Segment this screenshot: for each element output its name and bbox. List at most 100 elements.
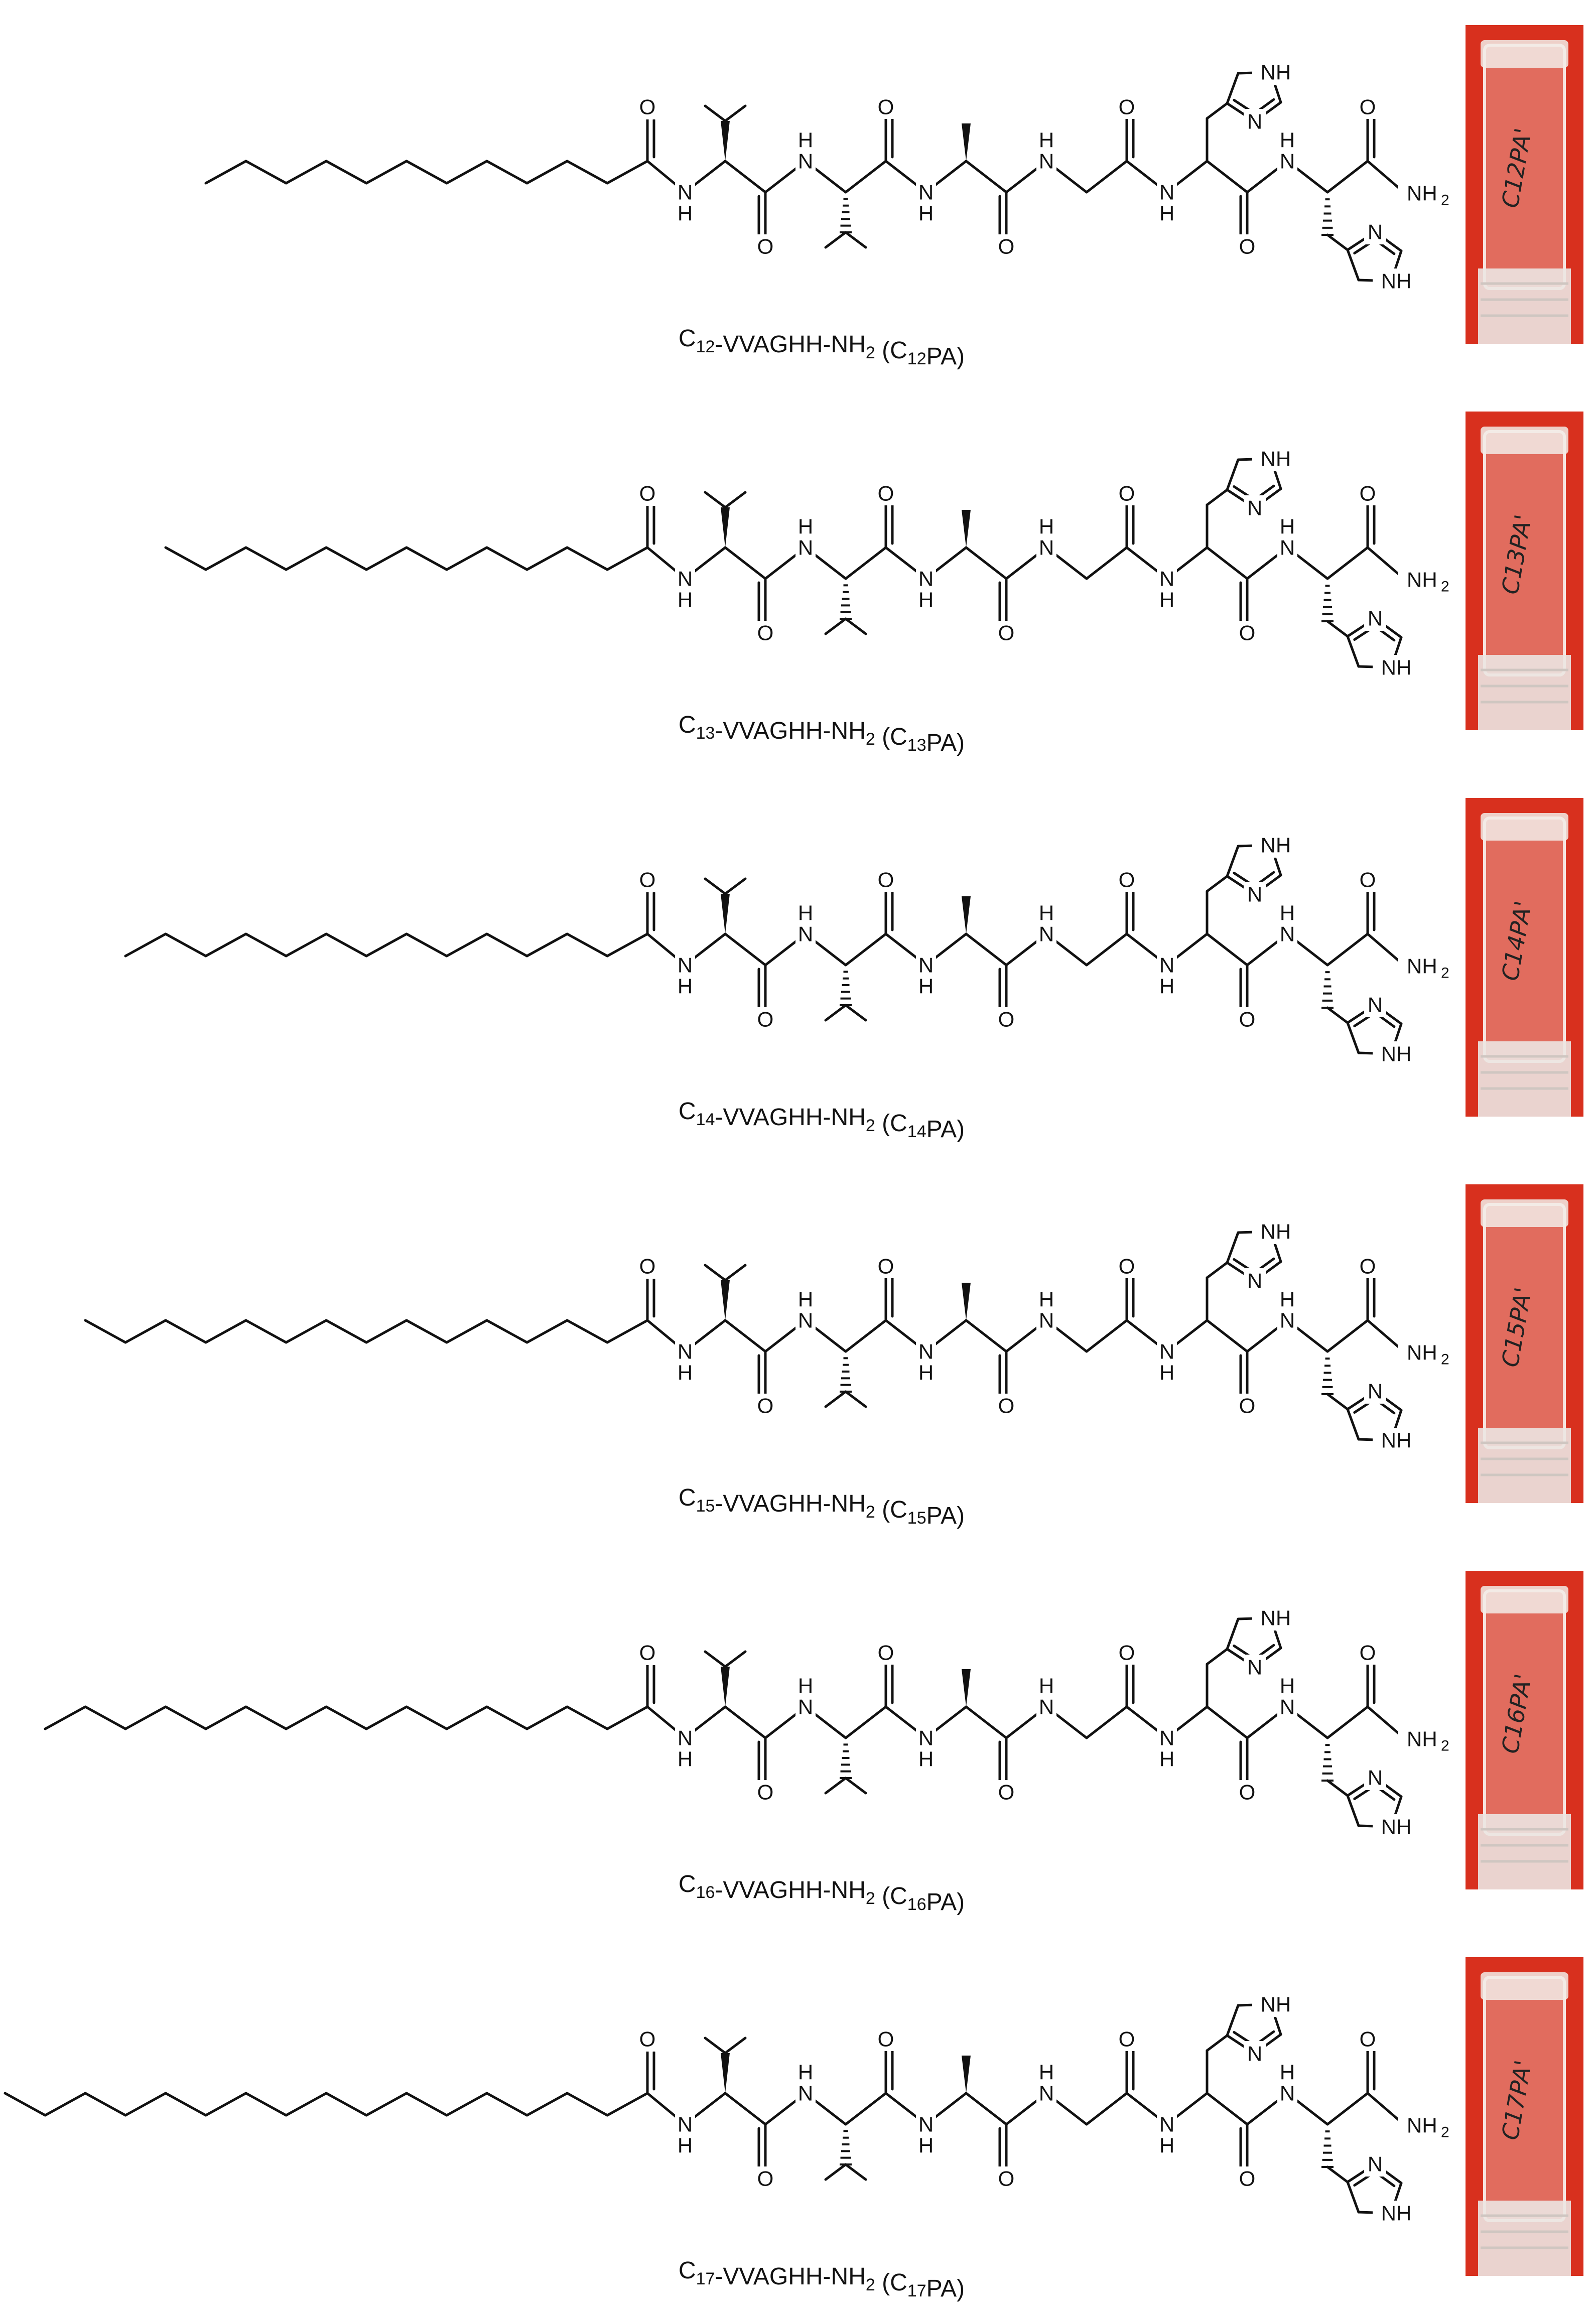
- valine-methyl-bond: [704, 1650, 727, 1668]
- label-mask: [1238, 234, 1256, 256]
- histidine-ch2-bond: [1326, 1779, 1349, 1797]
- alkyl-chain-bond: [606, 1705, 649, 1730]
- oxygen-label: O: [1360, 1641, 1376, 1665]
- imidazole-n-label: N: [1247, 1269, 1262, 1293]
- ring-bond: [1346, 1021, 1360, 1054]
- alkyl-chain-bond: [365, 2092, 408, 2117]
- alkyl-chain-bond: [405, 546, 448, 571]
- backbone-bond: [1326, 932, 1369, 967]
- oxygen-label: O: [757, 1008, 774, 1031]
- amide-h-label: H: [1280, 128, 1295, 152]
- label-mask: [1118, 1256, 1136, 1278]
- valine-methyl-bond: [824, 2163, 847, 2181]
- alkyl-chain-bond: [445, 160, 488, 185]
- oxygen-label: O: [1119, 1641, 1135, 1665]
- label-mask: [1364, 1765, 1386, 1790]
- label-mask: [638, 97, 656, 119]
- amide-n-label: N: [678, 1340, 693, 1364]
- alkyl-chain-bond: [164, 1319, 207, 1344]
- imidazole-nh-label: NH: [1381, 1042, 1412, 1066]
- label-mask: [675, 568, 695, 590]
- ring-bond: [1226, 458, 1240, 491]
- label-mask: [997, 621, 1015, 643]
- backbone-bond: [724, 932, 767, 967]
- label-mask: [638, 1257, 656, 1279]
- label-mask: [795, 536, 816, 559]
- label-mask: [1238, 621, 1256, 643]
- label-mask: [1398, 1338, 1443, 1365]
- oxygen-label: O: [1239, 1008, 1256, 1031]
- wedge-bond: [962, 1283, 971, 1320]
- label-mask: [1252, 1605, 1289, 1631]
- caption-text: (C: [875, 1497, 907, 1523]
- caption-text: (C: [875, 337, 907, 364]
- alkyl-chain-bond: [124, 1705, 167, 1730]
- vial-photo-13: C13PA': [1466, 412, 1583, 730]
- oxygen-label: O: [1239, 2167, 1256, 2191]
- imidazole-nh-label: NH: [1261, 1220, 1291, 1244]
- amide-h-label: H: [798, 2061, 813, 2084]
- alkyl-chain-bond: [485, 546, 528, 571]
- oxygen-label: O: [1360, 1255, 1376, 1278]
- backbone-bond: [844, 932, 887, 967]
- histidine-ch2-bond: [1206, 875, 1229, 893]
- nh2-subscript: 2: [1441, 192, 1449, 209]
- alkyl-chain-bond: [525, 1705, 569, 1730]
- amide-n-label: N: [798, 922, 813, 946]
- imidazole-n-label: N: [1247, 1656, 1262, 1679]
- alkyl-chain-bond: [244, 2092, 288, 2117]
- alkyl-chain-bond: [124, 2092, 167, 2117]
- vial-cap: [1478, 2201, 1571, 2276]
- label-mask: [1277, 536, 1297, 559]
- nh2-subscript: 2: [1441, 1351, 1449, 1368]
- caption-subscript: 2: [866, 2275, 875, 2294]
- label-mask: [1398, 952, 1443, 978]
- vial-photo-12: C12PA': [1466, 25, 1583, 344]
- label-mask: [1359, 97, 1377, 119]
- amide-h-label: H: [1039, 128, 1054, 152]
- compound-caption-13: C13-VVAGHH-NH2 (C13PA): [679, 712, 965, 756]
- label-mask: [1244, 1268, 1266, 1293]
- label-mask: [1157, 2113, 1177, 2135]
- valine-methyl-bond: [824, 617, 847, 635]
- ring-bond: [1346, 635, 1360, 668]
- vial-top: [1481, 813, 1568, 841]
- alkyl-chain-bond: [325, 546, 368, 571]
- label-mask: [795, 150, 816, 172]
- amide-h-label: H: [918, 588, 934, 612]
- label-mask: [1359, 1256, 1377, 1278]
- amide-h-label: H: [678, 975, 693, 998]
- amide-n-label: N: [1280, 1309, 1295, 1332]
- oxygen-label: O: [998, 1394, 1015, 1418]
- caption-subscript: 16: [696, 1883, 715, 1902]
- alkyl-chain-bond: [124, 1319, 167, 1344]
- alkyl-chain-bond: [365, 160, 408, 185]
- label-mask: [1359, 1643, 1377, 1665]
- amide-n-label: N: [918, 567, 934, 591]
- amide-n-label: N: [1159, 1340, 1174, 1364]
- alkyl-chain-bond: [164, 546, 207, 571]
- caption-subscript: 2: [866, 1116, 875, 1135]
- label-mask: [1157, 954, 1177, 976]
- label-mask: [1238, 1394, 1256, 1416]
- oxygen-label: O: [639, 1255, 656, 1278]
- amide-n-label: N: [1039, 150, 1054, 173]
- caption-text: (C: [875, 1110, 907, 1137]
- alkyl-chain-bond: [84, 2092, 127, 2117]
- backbone-bond: [1326, 1705, 1369, 1739]
- imidazole-n-label: N: [1368, 1766, 1383, 1790]
- alkyl-chain-bond: [285, 1319, 328, 1344]
- backbone-bond: [1206, 1705, 1249, 1739]
- alkyl-chain-bond: [44, 2092, 87, 2117]
- amide-n-label: N: [918, 1726, 934, 1750]
- valine-methyl-bond: [824, 1390, 847, 1408]
- vial-cap: [1478, 268, 1571, 344]
- oxygen-label: O: [878, 2027, 894, 2051]
- backbone-bond: [1085, 546, 1128, 580]
- label-mask: [1118, 1643, 1136, 1665]
- vial-photo-14: C14PA': [1466, 798, 1583, 1117]
- amide-h-label: H: [1280, 1288, 1295, 1311]
- amide-n-label: N: [798, 536, 813, 560]
- label-mask: [1277, 2082, 1297, 2104]
- amide-n-label: N: [678, 2113, 693, 2136]
